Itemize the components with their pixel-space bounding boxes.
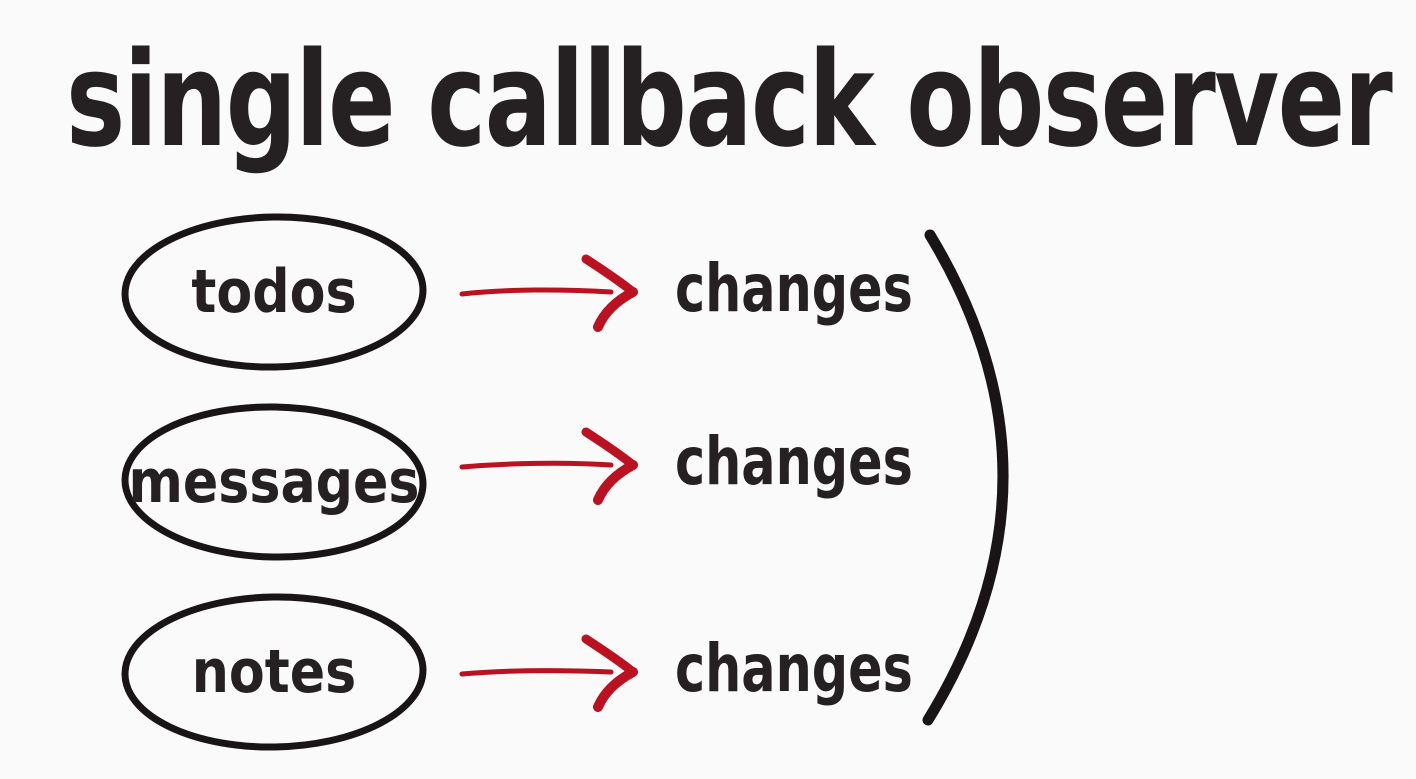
flow-group: changes (0, 385, 1060, 545)
source-ellipse (121, 403, 427, 561)
changes-label: changes (675, 423, 913, 500)
source-label: notes (191, 637, 357, 707)
source-ellipse (121, 213, 427, 371)
changes-label: changes (675, 250, 913, 327)
page-title: single callback observer (66, 23, 1393, 176)
arrow-icon (459, 634, 638, 712)
observer-row-messages: messages changes (0, 402, 1060, 562)
arrow-icon (459, 427, 638, 505)
observer-row-todos: todos changes (0, 212, 1060, 372)
changes-label: changes (675, 630, 913, 707)
source-label: messages (128, 447, 420, 517)
flow-group: changes (0, 212, 1060, 372)
source-label: todos (191, 257, 357, 327)
closing-bracket-icon (922, 229, 1009, 726)
observer-row-notes: notes changes (0, 592, 1060, 752)
source-ellipse (121, 593, 427, 751)
flow-group: changes (0, 592, 1060, 752)
arrow-icon (459, 254, 638, 332)
